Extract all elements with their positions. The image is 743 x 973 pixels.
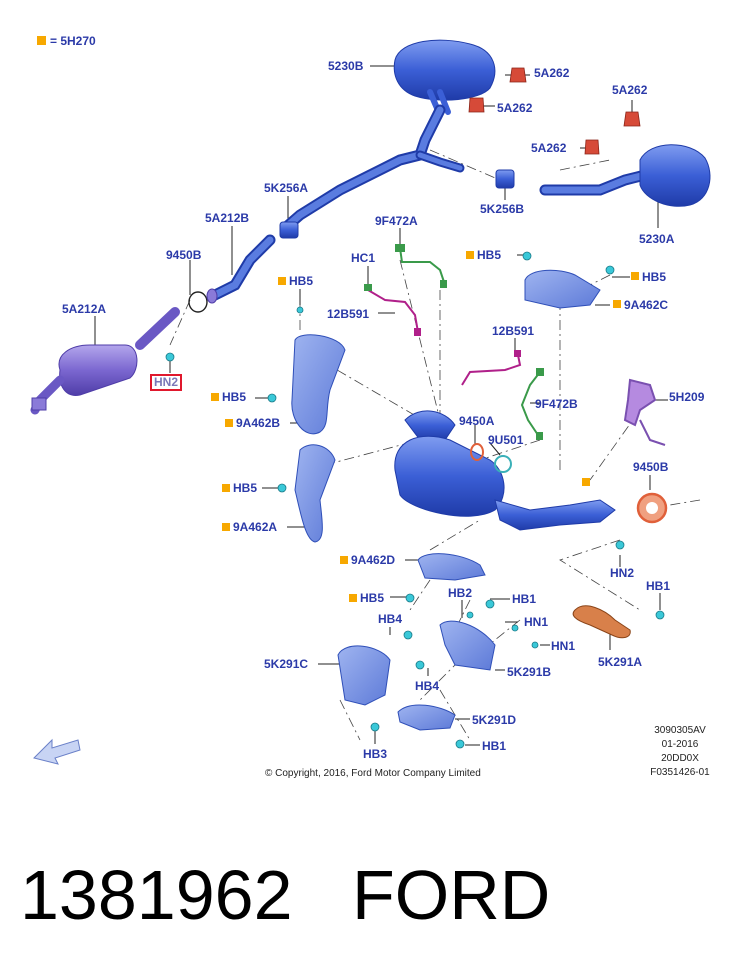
gasket-9450B-top <box>188 291 208 313</box>
intermediate-pipe <box>279 104 465 234</box>
rear-muffler-5230B <box>393 39 496 118</box>
label-HN1: HN1 <box>551 639 576 653</box>
leader-lines <box>94 65 668 746</box>
diagram-ref: F0351426-01 <box>650 767 710 778</box>
rear-muffler-5230A <box>639 144 711 207</box>
label-5K291C: 5K291C <box>264 657 309 671</box>
diagram-model: 20DD0X <box>661 753 699 764</box>
label-5A212B: 5A212B <box>205 211 250 225</box>
marker-square-icon <box>222 523 230 531</box>
label-HB3: HB3 <box>363 747 388 761</box>
gasket-hole <box>646 502 658 514</box>
heat-shield-9A462D <box>417 553 486 581</box>
heat-shield-9A462C <box>524 269 601 309</box>
exhaust-system-diagram <box>30 39 711 765</box>
marker-square-icon <box>211 393 219 401</box>
heat-shield-9A462B <box>291 334 346 435</box>
label-9450B: 9450B <box>633 460 669 474</box>
bracket-5H209 <box>623 378 666 446</box>
marker-square-icon <box>466 251 474 259</box>
legend: = 5H270 <box>37 34 96 48</box>
label-5230B: 5230B <box>328 59 364 73</box>
sensors <box>367 247 541 439</box>
label-5A262: 5A262 <box>531 141 567 155</box>
sensor-tips <box>364 244 544 440</box>
label-HB4: HB4 <box>415 679 440 693</box>
marker-square-icon <box>613 300 621 308</box>
heat-shield-5K291B <box>439 620 496 671</box>
marker-square-icon <box>340 556 348 564</box>
label-9F472B: 9F472B <box>535 397 578 411</box>
label-HB4: HB4 <box>378 612 403 626</box>
marker-square-icon <box>225 419 233 427</box>
front-pipe-5A212B <box>209 234 276 301</box>
marker-square-icon <box>631 272 639 280</box>
label-5K291D: 5K291D <box>472 713 517 727</box>
label-HC1: HC1 <box>351 251 376 265</box>
label-9450B: 9450B <box>166 248 202 262</box>
label-5K256A: 5K256A <box>264 181 309 195</box>
label-5H209: 5H209 <box>669 390 705 404</box>
label-9450A: 9450A <box>459 414 495 428</box>
tail-pipe <box>539 169 651 196</box>
copyright: © Copyright, 2016, Ford Motor Company Li… <box>265 768 481 779</box>
label-5K291B: 5K291B <box>507 665 552 679</box>
heat-shield-5K291C <box>337 645 391 706</box>
label-5A262: 5A262 <box>534 66 570 80</box>
clamp-5K256B <box>495 169 515 189</box>
label-HB2: HB2 <box>448 586 473 600</box>
label-5K291A: 5K291A <box>598 655 643 669</box>
label-9A462D: 9A462D <box>351 553 396 567</box>
label-9A462C: 9A462C <box>624 298 669 312</box>
label-HN1: HN1 <box>524 615 549 629</box>
catalytic-converter <box>394 410 616 531</box>
fasteners <box>165 251 665 749</box>
flange <box>206 288 218 304</box>
label-5A212A: 5A212A <box>62 302 107 316</box>
label-HB5: HB5 <box>222 390 247 404</box>
label-HB5: HB5 <box>289 274 314 288</box>
label-HN2-highlighted: HN2 <box>150 374 183 391</box>
label-9A462B: 9A462B <box>236 416 281 430</box>
label-12B591: 12B591 <box>492 324 535 338</box>
label-5A262: 5A262 <box>612 83 648 97</box>
heat-shield-9A462A <box>294 444 336 543</box>
front-muffler-5A212A <box>30 307 180 415</box>
gasket-5K291A <box>572 605 631 639</box>
clamp-9U501 <box>494 455 512 473</box>
heat-shield-5K291D <box>397 704 456 731</box>
front-direction-arrow-icon <box>33 738 81 765</box>
rubber-mounts <box>468 67 641 155</box>
marker-square-icon <box>222 484 230 492</box>
label-HN2: HN2 <box>610 566 635 580</box>
diagram-date: 01-2016 <box>661 739 699 750</box>
label-5K256B: 5K256B <box>480 202 525 216</box>
label-5230A: 5230A <box>639 232 675 246</box>
label-HB5: HB5 <box>233 481 258 495</box>
label-9A462A: 9A462A <box>233 520 278 534</box>
label-HB1: HB1 <box>482 739 507 753</box>
label-9F472A: 9F472A <box>375 214 418 228</box>
label-HB5: HB5 <box>477 248 502 262</box>
label-5A262: 5A262 <box>497 101 533 115</box>
label-HB1: HB1 <box>646 579 671 593</box>
label-HB5: HB5 <box>360 591 385 605</box>
legend-square-icon <box>37 36 46 45</box>
part-number: 1381962 <box>20 856 293 934</box>
gasket-9450A <box>470 443 484 461</box>
marker-square-icon <box>278 277 286 285</box>
clamp-5K256A <box>279 221 299 239</box>
label-HB5: HB5 <box>642 270 667 284</box>
marker-square-icon <box>582 478 590 486</box>
label-12B591: 12B591 <box>327 307 370 321</box>
label-9U501: 9U501 <box>488 433 524 447</box>
diagram-meta: 3090305AV 01-2016 20DD0X F0351426-01 <box>640 724 720 780</box>
marker-square-icon <box>349 594 357 602</box>
brand: FORD <box>352 856 551 934</box>
label-HB1: HB1 <box>512 592 537 606</box>
legend-label: = 5H270 <box>50 34 96 48</box>
diagram-code: 3090305AV <box>654 725 706 736</box>
